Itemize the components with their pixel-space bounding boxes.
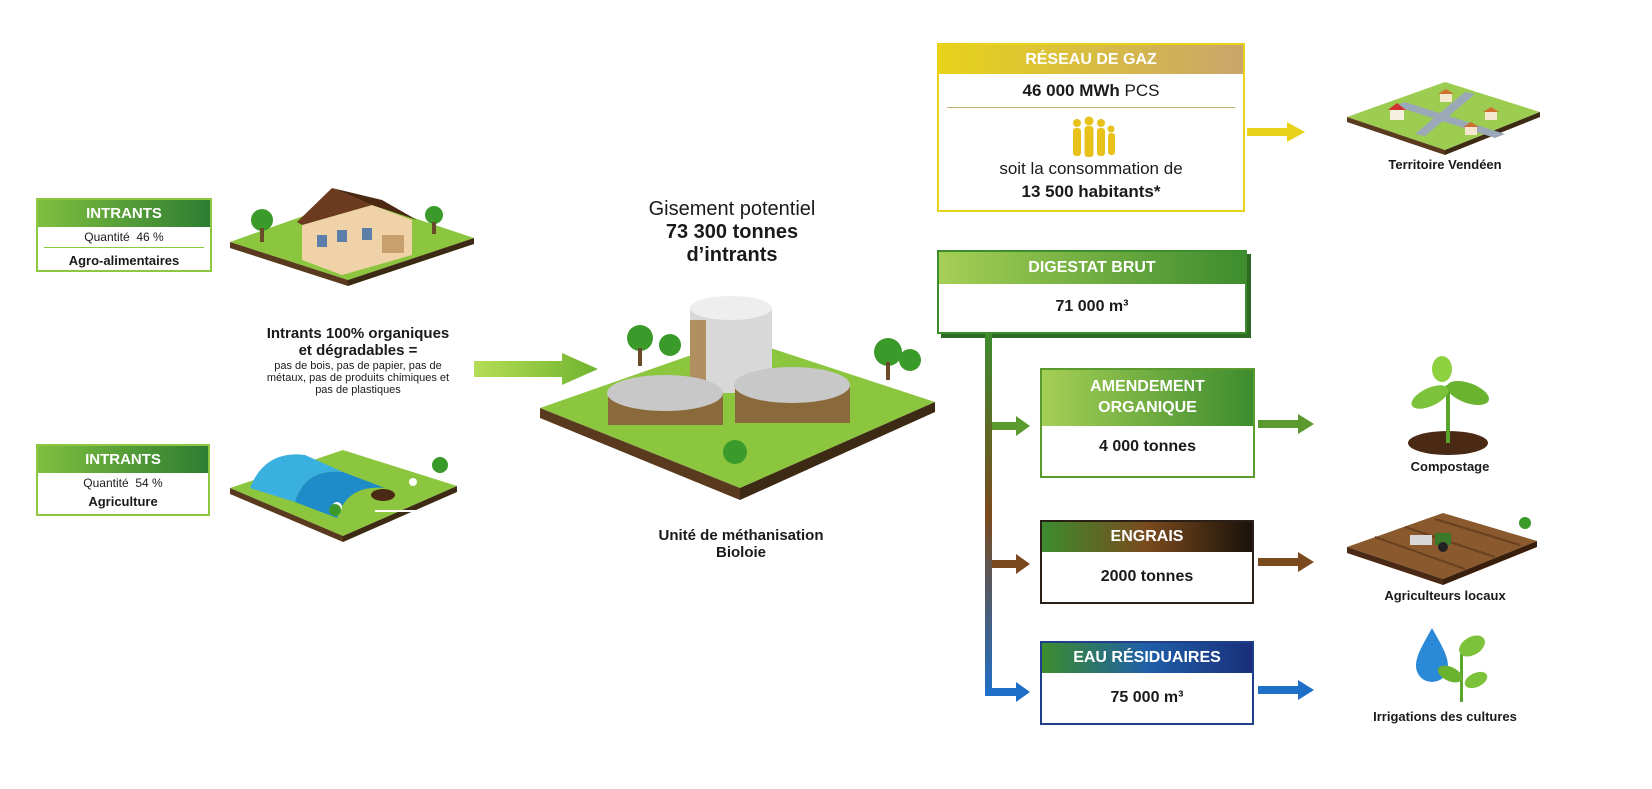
organic-note: Intrants 100% organiques et dégradables … [248,325,468,396]
intrants-agri-header: INTRANTS [38,446,208,473]
gisement-block: Gisement potentiel 73 300 tonnes d’intra… [610,198,854,267]
divider [44,247,204,248]
gas-destination: Territoire Vendéen [1388,157,1502,172]
gas-value: 46 000 MWh PCS [939,81,1243,101]
organic-line1: pas de bois, pas de papier, pas de [274,360,442,372]
organic-line2: métaux, pas de produits chimiques et [266,372,450,384]
amendement-header: AMENDEMENT ORGANIQUE [1042,370,1253,426]
gisement-label: Gisement potentiel [648,198,816,220]
gisement-value: 73 300 tonnes [665,221,799,243]
organic-title-line2: et dégradables = [298,342,418,359]
quantity-label: Quantité [83,476,129,490]
irrigation-illustration [1416,628,1488,702]
gas-network-card: RÉSEAU DE GAZ 46 000 MWh PCS soit la con… [937,43,1245,212]
intrants-agro-header: INTRANTS [38,200,210,227]
quantity-value: 46 % [136,230,164,244]
engrais-value: 2000 tonnes [1100,568,1194,585]
digestat-header: DIGESTAT BRUT [939,252,1245,284]
compost-illustration [1408,356,1489,455]
village-illustration [1347,82,1540,155]
gisement-unit: d’intrants [686,244,778,266]
amendement-value: 4 000 tonnes [1099,438,1196,455]
amendement-arrow [1258,414,1314,434]
digestat-card: DIGESTAT BRUT 71 000 m³ [937,250,1247,334]
quantity-value: 54 % [135,476,163,490]
intrants-agri-quantity: Quantité 54 % [38,476,208,490]
gas-value-unit: PCS [1124,81,1160,100]
engrais-arrow [1258,552,1314,572]
unit-label-line2: Bioloie [715,544,766,561]
farmland-illustration [1347,513,1537,585]
engrais-destination: Agriculteurs locaux [1384,588,1506,603]
gas-header: RÉSEAU DE GAZ [939,45,1243,74]
intrants-agri-name: Agriculture [88,494,158,509]
quantity-label: Quantité [84,230,130,244]
organic-line3: pas de plastiques [315,384,401,396]
digestat-value: 71 000 m³ [1055,298,1129,315]
eau-value: 75 000 m³ [1110,689,1184,706]
intrants-agro-name: Agro-alimentaires [68,253,180,268]
farm-illustration [230,450,457,542]
eau-arrow [1258,680,1314,700]
gas-arrow [1247,122,1305,142]
engrais-header: ENGRAIS [1042,522,1252,552]
unit-label: Unité de méthanisation Bioloie [630,527,852,561]
engrais-card: ENGRAIS 2000 tonnes [1040,520,1254,604]
eau-header: EAU RÉSIDUAIRES [1042,643,1252,673]
eau-card: EAU RÉSIDUAIRES 75 000 m³ [1040,641,1254,725]
amendement-header-line1: AMENDEMENT [1090,378,1205,395]
amendement-card: AMENDEMENT ORGANIQUE 4 000 tonnes [1040,368,1255,478]
intrants-agro-card: INTRANTS Quantité 46 % Agro-alimentaires [36,198,212,272]
gas-soit: soit la consommation de [999,159,1183,178]
people-icon [1073,116,1115,157]
eau-destination: Irrigations des cultures [1373,709,1517,724]
input-arrow [474,353,598,385]
intrants-agri-card: INTRANTS Quantité 54 % Agriculture [36,444,210,516]
organic-title-line1: Intrants 100% organiques [266,325,450,342]
divider [947,107,1235,108]
digestat-branches [985,334,1030,702]
unit-label-line1: Unité de méthanisation [658,527,824,544]
methanisation-plant-illustration [540,296,935,500]
amendement-destination: Compostage [1410,459,1490,474]
amendement-header-line2: ORGANIQUE [1098,399,1197,416]
agro-house-illustration [230,188,474,286]
gas-value-bold: 46 000 MWh [1022,81,1120,100]
intrants-agro-quantity: Quantité 46 % [38,230,210,244]
gas-habitants: 13 500 habitants* [1021,182,1161,201]
